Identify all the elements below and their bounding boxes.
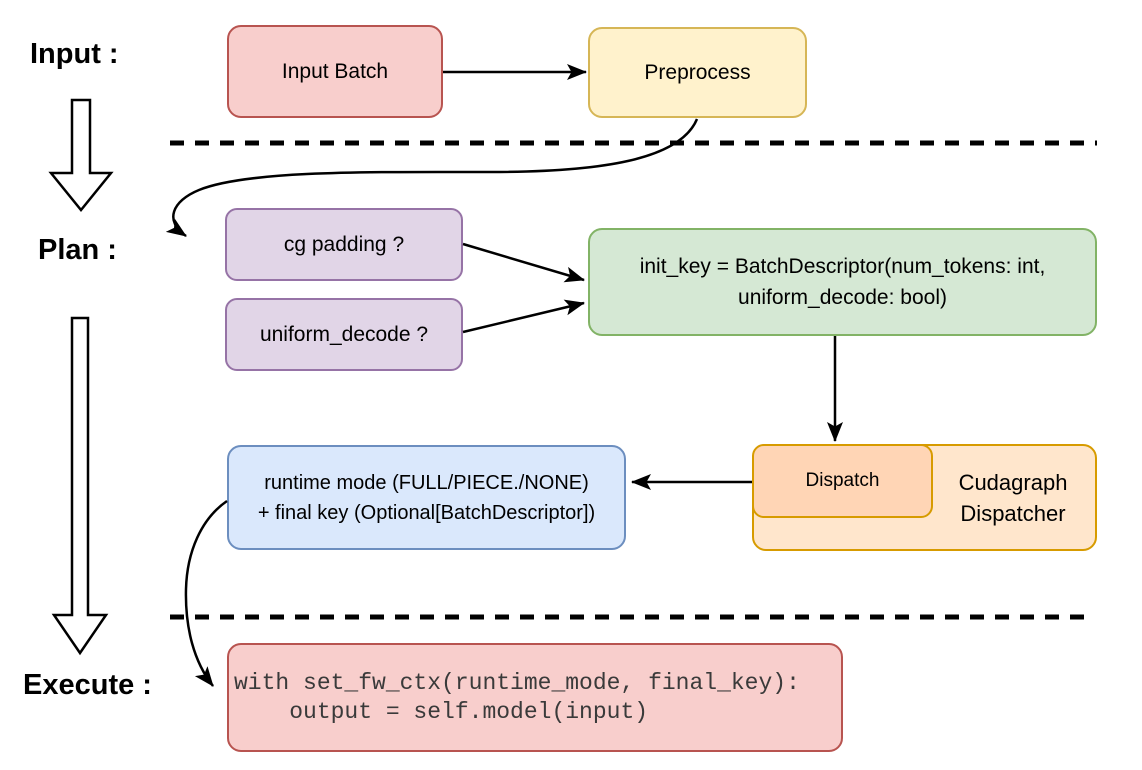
node-init-key-line1: init_key = BatchDescriptor(num_tokens: i… bbox=[639, 255, 1046, 278]
node-cudagraph-line2: Dispatcher bbox=[960, 500, 1066, 526]
node-cg-padding-label: cg padding ? bbox=[283, 232, 405, 256]
plan-to-execute-arrow-icon bbox=[51, 316, 109, 656]
plan-phase-label: Plan : bbox=[38, 234, 117, 266]
execute-code-line2: output = self.model(input) bbox=[234, 698, 649, 725]
execute-code-line1: with set_fw_ctx(runtime_mode, final_key)… bbox=[234, 669, 800, 696]
node-runtime-line1: runtime mode (FULL/PIECE./NONE) bbox=[264, 471, 589, 494]
arrow-cg-padding-to-init-key bbox=[462, 242, 585, 283]
arrow-uniform-decode-to-init-key bbox=[462, 299, 585, 334]
node-uniform-decode: uniform_decode ? bbox=[225, 298, 463, 371]
arrow-runtime-mode-to-execute-code bbox=[184, 499, 228, 687]
node-dispatch-label: Dispatch bbox=[805, 470, 880, 491]
node-init-key: init_key = BatchDescriptor(num_tokens: i… bbox=[588, 228, 1097, 336]
node-runtime-mode: runtime mode (FULL/PIECE./NONE) + final … bbox=[227, 445, 626, 550]
node-cudagraph-line1: Cudagraph bbox=[958, 469, 1068, 495]
node-input-batch: Input Batch bbox=[227, 25, 443, 118]
node-cudagraph-dispatcher-label: Cudagraph Dispatcher bbox=[931, 446, 1095, 549]
node-cg-padding: cg padding ? bbox=[225, 208, 463, 281]
input-phase-label: Input : bbox=[30, 38, 119, 70]
execute-phase-label: Execute : bbox=[23, 669, 152, 701]
node-execute-code: with set_fw_ctx(runtime_mode, final_key)… bbox=[227, 643, 843, 752]
node-preprocess-label: Preprocess bbox=[644, 60, 751, 84]
input-to-plan-arrow-icon bbox=[48, 98, 114, 212]
node-preprocess: Preprocess bbox=[588, 27, 807, 118]
node-input-batch-label: Input Batch bbox=[281, 59, 389, 83]
node-init-key-line2: uniform_decode: bool) bbox=[738, 286, 947, 309]
node-runtime-line2: + final key (Optional[BatchDescriptor]) bbox=[257, 501, 596, 524]
node-dispatch: Dispatch bbox=[752, 444, 933, 518]
node-uniform-decode-label: uniform_decode ? bbox=[259, 322, 429, 346]
